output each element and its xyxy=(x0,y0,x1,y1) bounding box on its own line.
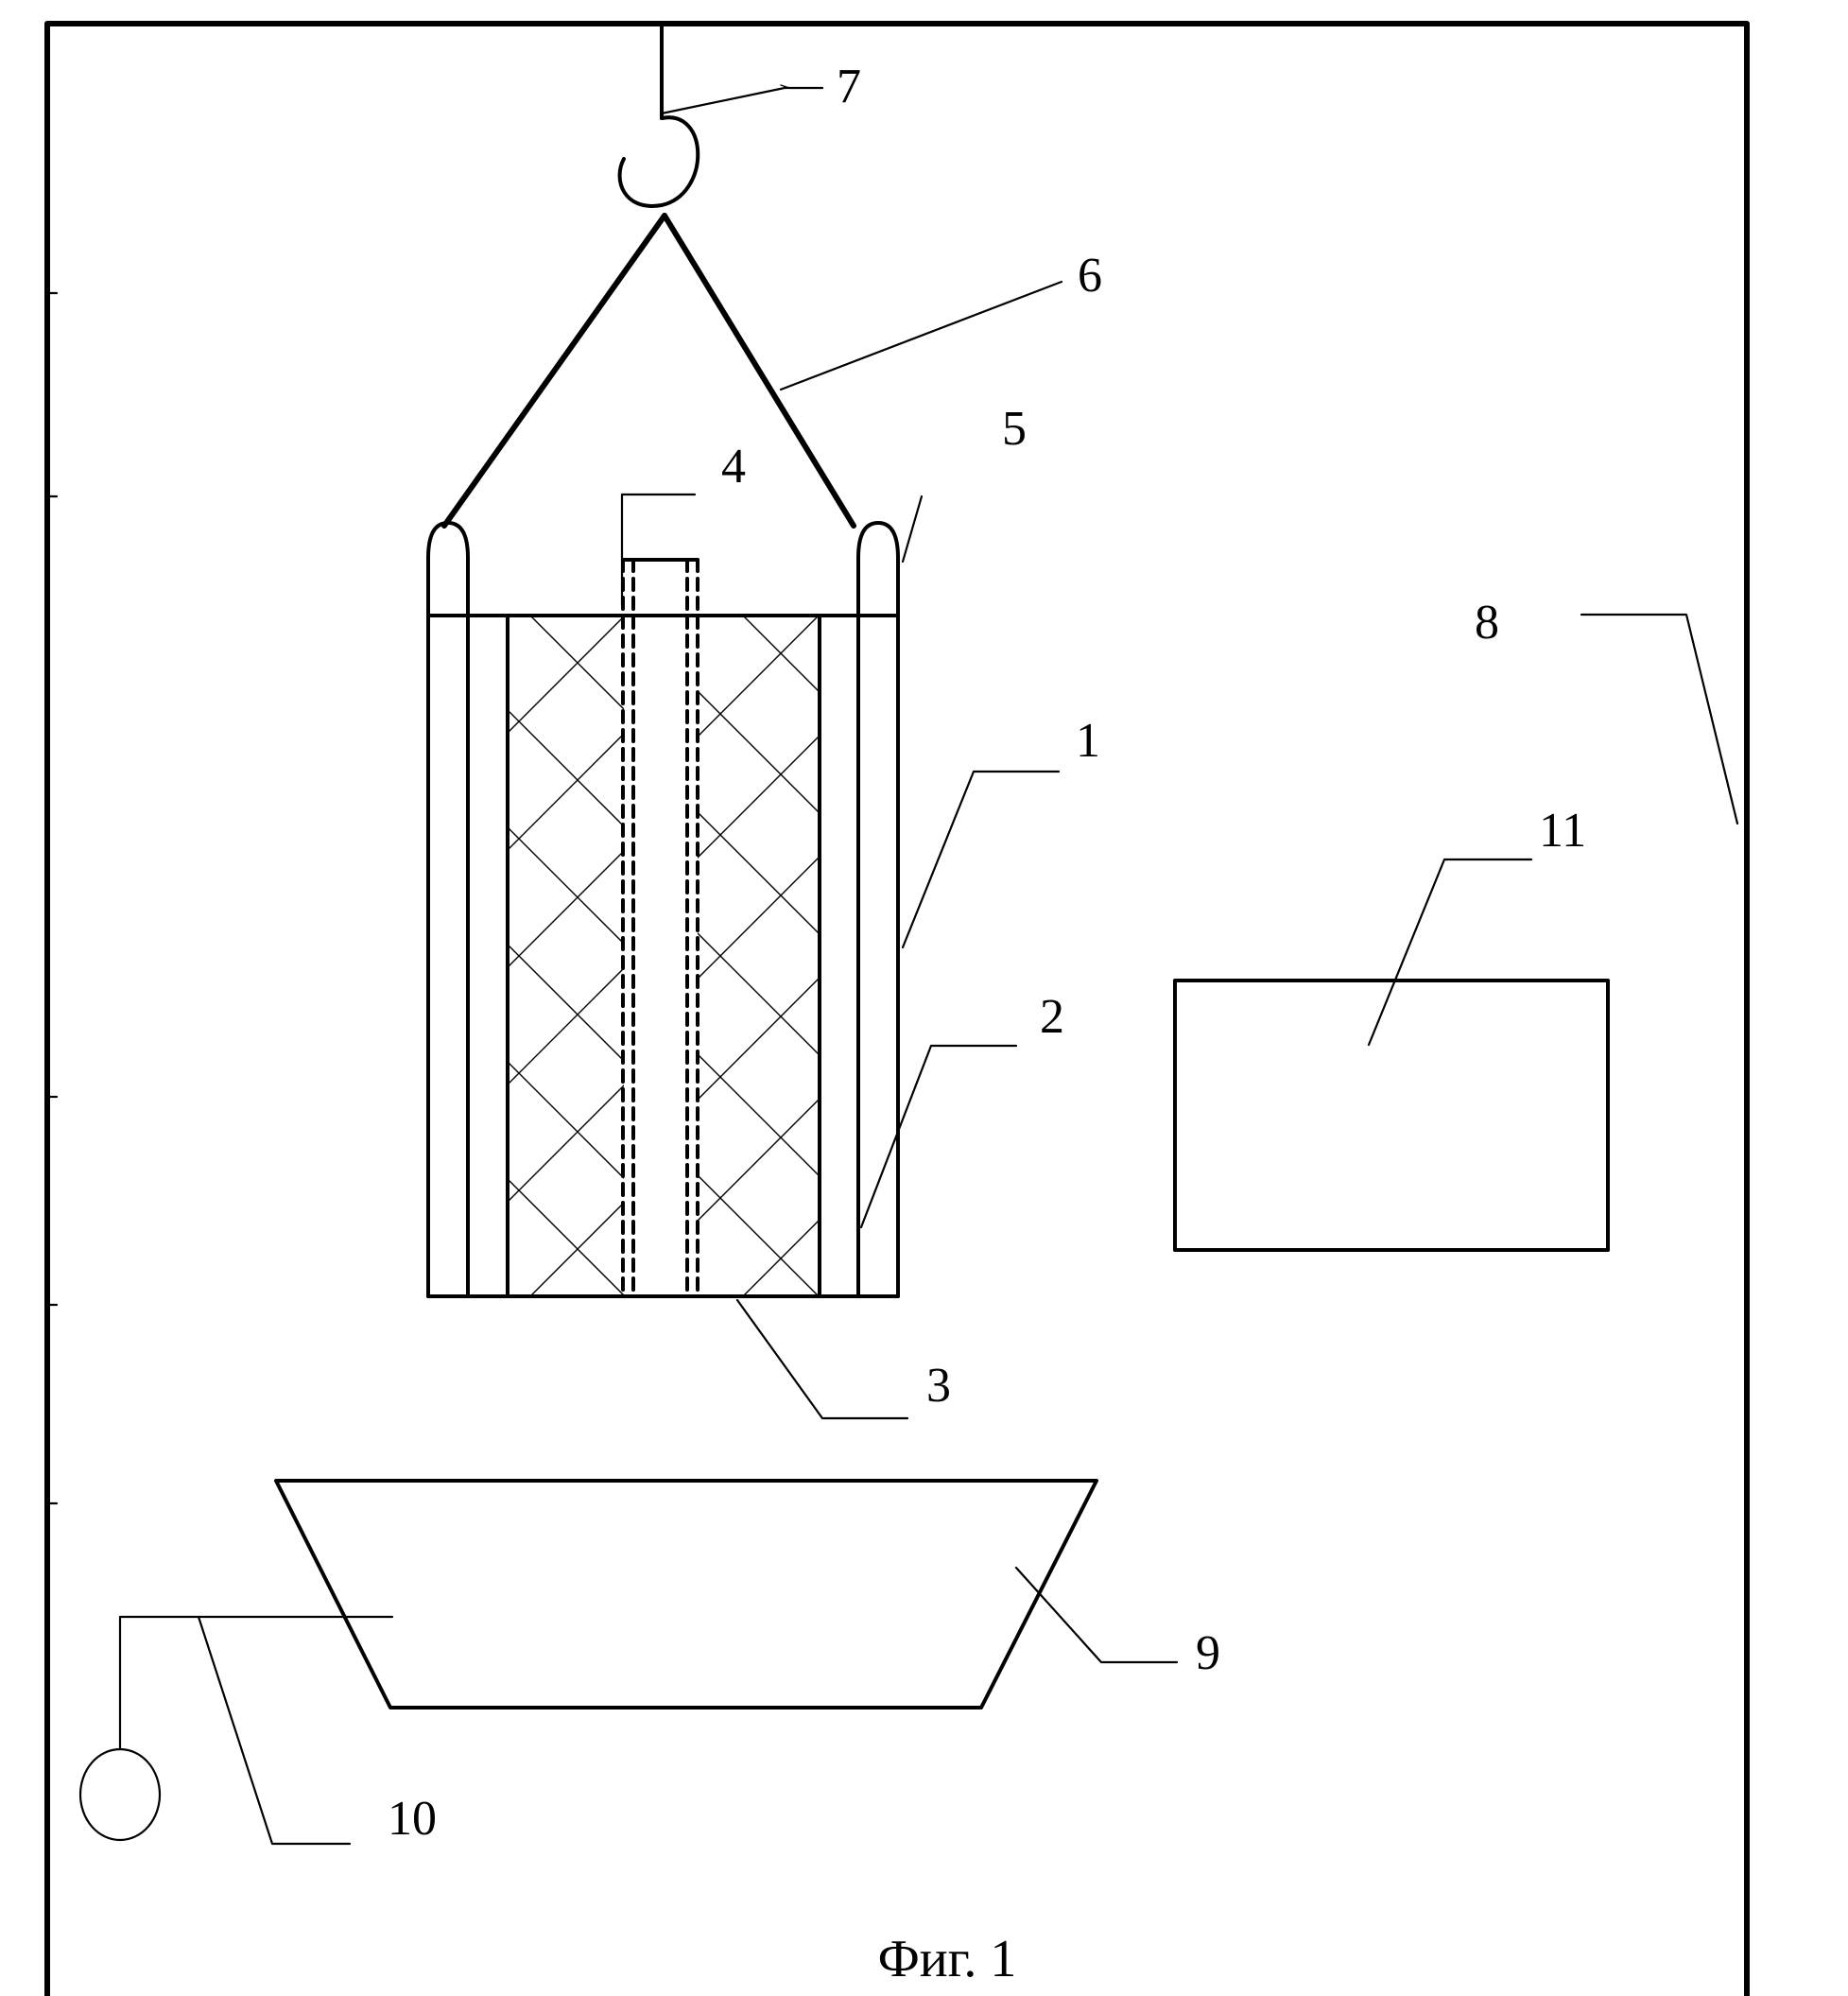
hatch-line xyxy=(648,616,1328,1296)
label-8: 8 xyxy=(1475,596,1499,650)
hook xyxy=(620,24,699,206)
label-7: 7 xyxy=(837,60,861,113)
hatch-line xyxy=(864,616,1545,1296)
hatch-line xyxy=(1227,616,1848,1296)
hatch-line xyxy=(17,616,698,1296)
label-11: 11 xyxy=(1539,804,1586,858)
hatch-line xyxy=(882,616,1563,1296)
hatch-line xyxy=(864,616,1545,1296)
hatch-line xyxy=(380,616,1061,1296)
unit-box xyxy=(1175,981,1608,1250)
hatch-line xyxy=(1234,616,1848,1296)
hatch-line xyxy=(765,616,1445,1296)
hatch-line xyxy=(1106,616,1787,1296)
label-3: 3 xyxy=(926,1359,951,1413)
sling xyxy=(444,216,854,526)
hatch-line xyxy=(1106,616,1787,1296)
hatch-line xyxy=(882,616,1563,1296)
tray xyxy=(276,1481,1097,1708)
hatch-line xyxy=(648,616,1328,1296)
hatch-line xyxy=(259,616,940,1296)
label-1: 1 xyxy=(1076,714,1100,768)
label-5: 5 xyxy=(1002,402,1027,456)
hatch-line xyxy=(1348,616,1848,1296)
hatch-line xyxy=(179,616,859,1296)
hatch-line xyxy=(0,616,625,1296)
hatching-left xyxy=(0,616,1848,1296)
support-frame xyxy=(14,24,1841,1996)
hatch-line xyxy=(1116,616,1797,1296)
hatch-line xyxy=(1469,616,1848,1296)
hatch-line xyxy=(0,616,625,1296)
label-4: 4 xyxy=(721,440,746,494)
label-10: 10 xyxy=(388,1792,437,1846)
label-6: 6 xyxy=(1078,249,1102,303)
lifting-lugs xyxy=(428,523,898,616)
hatch-line xyxy=(1234,616,1848,1296)
label-9: 9 xyxy=(1196,1626,1220,1680)
hatch-line xyxy=(0,616,508,1296)
vessel xyxy=(428,616,898,1296)
hatch-line xyxy=(999,616,1680,1296)
label-2: 2 xyxy=(1040,990,1064,1044)
hatch-line xyxy=(0,616,508,1296)
hatch-line xyxy=(1469,616,1848,1296)
hatch-line xyxy=(1227,616,1848,1296)
hatching-right xyxy=(17,616,1848,1296)
hatch-line xyxy=(1348,616,1848,1296)
central-pipe xyxy=(623,560,698,1296)
float-gauge xyxy=(80,1617,392,1840)
hatch-line xyxy=(17,616,698,1296)
hatch-line xyxy=(765,616,1445,1296)
figure-caption: Фиг. 1 xyxy=(878,1930,1017,1988)
hatch-line xyxy=(259,616,940,1296)
hatch-line xyxy=(1116,616,1797,1296)
hatch-line xyxy=(61,616,742,1296)
hatch-line xyxy=(61,616,742,1296)
hatch-line xyxy=(999,616,1680,1296)
